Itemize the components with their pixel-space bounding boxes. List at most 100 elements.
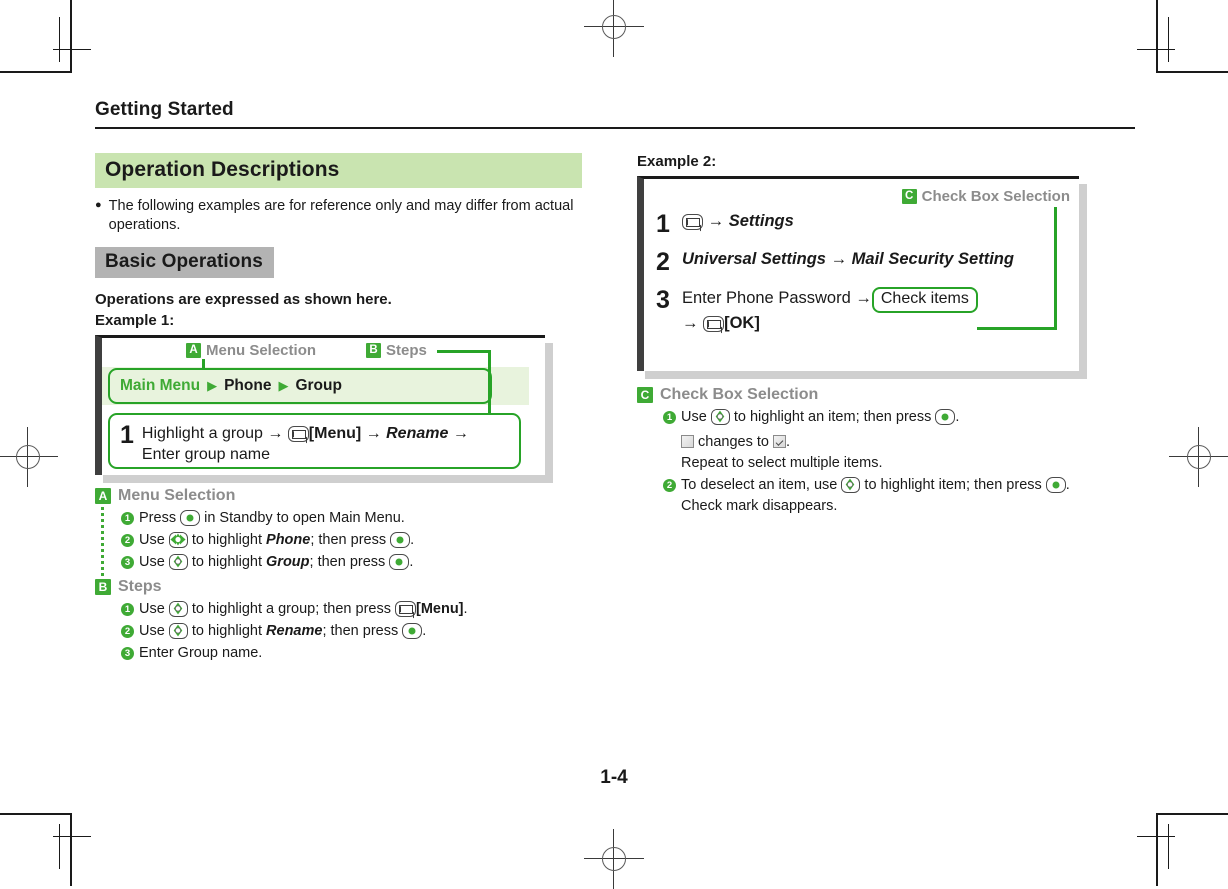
legend-a-item-3-italic: Group bbox=[266, 554, 310, 571]
step-bullet-1: 1 bbox=[121, 512, 134, 526]
envelope-key-icon bbox=[703, 315, 725, 332]
badge-a: A bbox=[186, 343, 201, 359]
step-bracket-ok: [OK] bbox=[724, 313, 760, 332]
t2: to highlight bbox=[187, 554, 267, 571]
legend-b-items: 1 Use to highlight a group; then press [… bbox=[121, 599, 595, 664]
t3: ; then press bbox=[310, 532, 391, 549]
center-key-icon bbox=[402, 623, 423, 640]
nav-ud-key-icon bbox=[168, 554, 188, 571]
step-italic-rename: Rename bbox=[386, 425, 449, 443]
checkbox-change-note: changes to . bbox=[681, 432, 1137, 453]
crop-tick-tl-v bbox=[59, 17, 60, 62]
page-number: 1-4 bbox=[600, 767, 628, 788]
t: Use bbox=[139, 623, 169, 640]
menu-path-item-0: Main Menu bbox=[120, 377, 201, 395]
leader-line-c-h bbox=[977, 327, 1056, 330]
center-key-icon bbox=[390, 532, 411, 549]
t: Use bbox=[139, 532, 169, 549]
arrow-icon-2: → bbox=[682, 313, 699, 332]
legend-c-item-2-text: To deselect an item, use to highlight it… bbox=[681, 475, 1070, 496]
reference-note-text: The following examples are for reference… bbox=[108, 198, 574, 233]
crop-tick-tr-v bbox=[1168, 17, 1169, 62]
callout-b-steps: B Steps bbox=[366, 342, 427, 359]
legend-b-steps: B Steps 1 Use to highlight a group; then… bbox=[95, 578, 595, 664]
step-bullet-1: 1 bbox=[121, 603, 134, 617]
legend-a-item-3-text: Use to highlight Group; then press . bbox=[139, 552, 413, 573]
legend-b-title: Steps bbox=[118, 578, 162, 596]
legend-c-title: Check Box Selection bbox=[660, 386, 819, 403]
center-key-icon bbox=[935, 409, 956, 425]
step-text-part-2: Enter group name bbox=[141, 445, 270, 463]
legend-b-item-2-text: Use to highlight Rename; then press . bbox=[139, 621, 426, 642]
legend-a-item-1-text: Press in Standby to open Main Menu. bbox=[139, 508, 405, 529]
arrow-icon-1: → bbox=[267, 425, 284, 443]
example-2-card: C Check Box Selection 1 → Settings bbox=[637, 176, 1079, 371]
arrow-icon: → bbox=[855, 289, 872, 307]
chip-check-items: Check items bbox=[871, 287, 978, 313]
t3: . bbox=[463, 601, 468, 618]
step-bracket-menu: [Menu] bbox=[308, 425, 362, 443]
nav-ud-key-icon bbox=[710, 409, 730, 425]
intro-text: Operations are expressed as shown here. bbox=[95, 291, 392, 309]
callout-c-check-box-selection: C Check Box Selection bbox=[901, 188, 1070, 205]
list-item: 2 Use to highlight Phone; then press . bbox=[121, 530, 595, 551]
t2: to highlight a group; then press bbox=[187, 601, 395, 618]
step-text-part-1: Highlight a group bbox=[141, 425, 263, 443]
step-bullet-2: 2 bbox=[121, 625, 134, 639]
legend-c-heading: C Check Box Selection bbox=[637, 386, 1137, 404]
step-number: 2 bbox=[656, 248, 670, 276]
page-running-head: Getting Started bbox=[95, 99, 234, 120]
crop-mark-tr-h bbox=[1156, 71, 1228, 73]
envelope-key-icon bbox=[395, 601, 416, 618]
subheading-basic-operations: Basic Operations bbox=[95, 247, 274, 279]
t3: . bbox=[955, 409, 960, 425]
leader-line-b-h bbox=[437, 350, 490, 353]
leader-line-c-v bbox=[1054, 207, 1057, 330]
leader-line-a bbox=[202, 359, 205, 371]
crop-tick-bl-h bbox=[53, 836, 91, 837]
legend-a-items: 1 Press in Standby to open Main Menu. 2 … bbox=[121, 508, 595, 573]
crop-mark-tl-h bbox=[0, 71, 72, 73]
step-text: Universal Settings → Mail Security Setti… bbox=[682, 247, 1014, 270]
t2: to highlight bbox=[187, 623, 267, 640]
badge-c: C bbox=[901, 189, 917, 204]
leader-line-b-v bbox=[488, 350, 491, 417]
center-key-icon bbox=[389, 554, 410, 571]
callout-c-label: Check Box Selection bbox=[921, 188, 1070, 205]
t: Use bbox=[681, 409, 711, 425]
arrow-icon: → bbox=[707, 212, 725, 230]
repeat-note: Repeat to select multiple items. bbox=[681, 455, 883, 472]
t2: to highlight bbox=[187, 532, 267, 549]
callout-a-menu-selection: A Menu Selection bbox=[186, 342, 316, 359]
example-2-figure: C Check Box Selection 1 → Settings bbox=[637, 176, 1137, 379]
example-2-row-1: 1 → Settings bbox=[656, 209, 1079, 237]
step-text: → Settings bbox=[682, 209, 794, 232]
list-item: 3 Use to highlight Group; then press . bbox=[121, 552, 595, 573]
arrow-icon-3: → bbox=[452, 425, 469, 443]
t3: . bbox=[1065, 477, 1070, 494]
registration-mark-left bbox=[0, 427, 58, 487]
t: Use bbox=[139, 601, 169, 618]
crop-tick-bl-v bbox=[59, 824, 60, 869]
step-number: 3 bbox=[656, 286, 670, 314]
legend-c-item-1-text: Use to highlight an item; then press . bbox=[681, 407, 959, 428]
nav-ud-key-icon bbox=[841, 477, 861, 494]
legend-a-item-2-text: Use to highlight Phone; then press . bbox=[139, 530, 414, 551]
step-bullet-1: 1 bbox=[663, 411, 676, 424]
example-1-light-band bbox=[102, 367, 529, 406]
menu-path-item-2: Group bbox=[295, 377, 342, 395]
nav-4way-key-icon bbox=[168, 532, 188, 549]
crop-mark-tl-v bbox=[70, 0, 72, 72]
legend-a-title: Menu Selection bbox=[118, 487, 236, 505]
badge-a-legend: A bbox=[95, 488, 111, 505]
arrow-icon-2: → bbox=[365, 425, 382, 443]
badge-b-legend: B bbox=[95, 579, 111, 596]
t2: to highlight an item; then press bbox=[729, 409, 936, 425]
t: Press bbox=[139, 510, 181, 527]
legend-a-heading: A Menu Selection bbox=[95, 487, 595, 505]
t2: to highlight item; then press bbox=[860, 477, 1046, 494]
step-bullet-2: 2 bbox=[663, 479, 676, 493]
legend-b-item-3-text: Enter Group name. bbox=[139, 645, 263, 662]
envelope-key-icon bbox=[287, 426, 309, 443]
menu-path-item-1: Phone bbox=[224, 377, 272, 395]
